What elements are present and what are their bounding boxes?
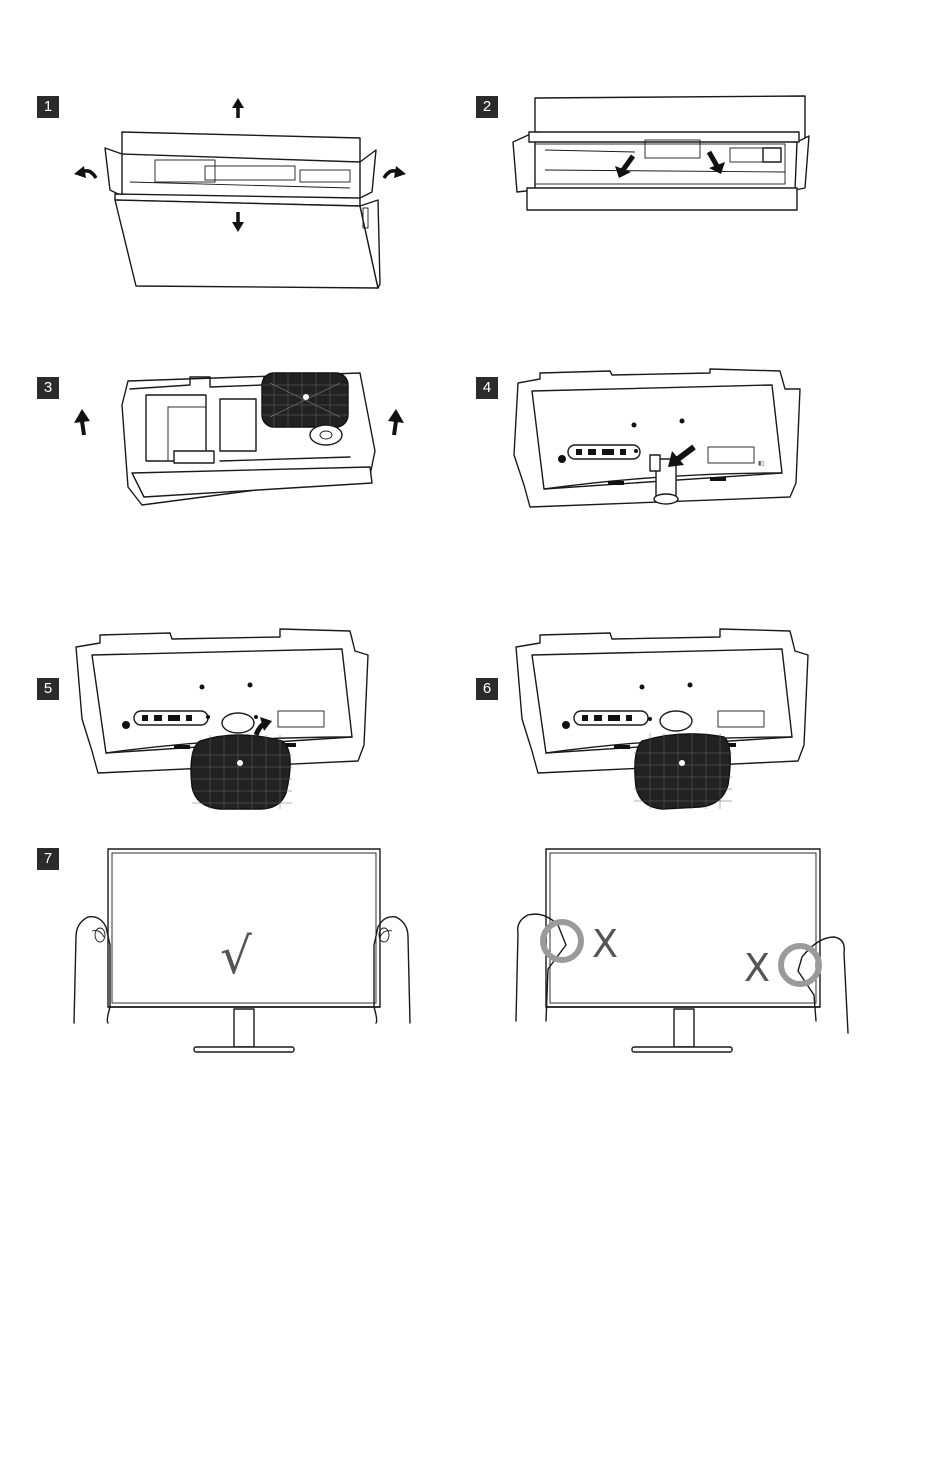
left-hand-icon [74, 917, 110, 1023]
step-6-badge: 6 [476, 678, 498, 700]
step-3-badge: 3 [37, 377, 59, 399]
step-2-badge: 2 [476, 96, 498, 118]
arrow-left-curved-icon [74, 166, 96, 178]
svg-text:▮▯: ▮▯ [758, 460, 765, 467]
step-3-illustration [70, 365, 410, 510]
arrow-down-left-icon [615, 156, 633, 178]
step-7-badge: 7 [37, 848, 59, 870]
arrow-up-right-icon [388, 409, 404, 435]
step-1-badge: 1 [37, 96, 59, 118]
step-5-badge: 5 [37, 678, 59, 700]
base-plate-icon [191, 735, 292, 809]
step-1-illustration [60, 90, 420, 300]
checkmark-icon: √ [220, 927, 252, 985]
arrow-right-curved-icon [384, 166, 406, 178]
step-2-illustration [505, 90, 815, 215]
base-plate-icon [262, 373, 348, 427]
wrong-mark-left: X [592, 922, 618, 966]
step-7-correct-illustration: √ [70, 845, 415, 1055]
step-4-illustration: ▮▯ [510, 365, 810, 510]
step-6-illustration [510, 625, 810, 815]
base-plate-icon [634, 733, 732, 809]
step-7-wrong-illustration: X X [510, 845, 855, 1055]
step-4-badge: 4 [476, 377, 498, 399]
arrow-up-icon [232, 98, 244, 118]
arrow-up-left-icon [74, 409, 90, 435]
wrong-mark-right: X [744, 946, 770, 990]
arrow-down-right-icon [709, 152, 725, 174]
step-5-illustration [70, 625, 370, 815]
